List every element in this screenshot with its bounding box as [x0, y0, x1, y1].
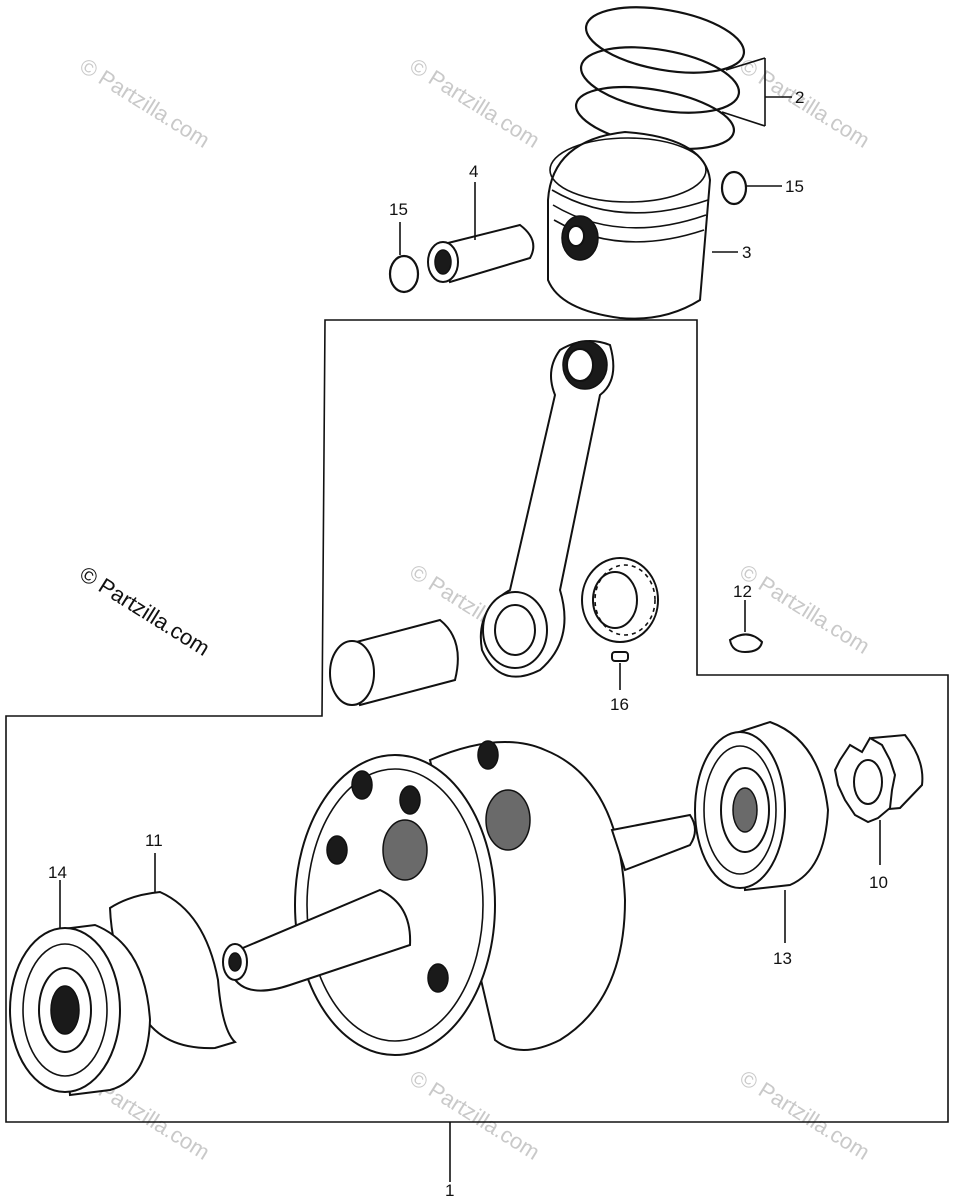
callout-16: 16	[610, 695, 629, 714]
connecting-rod[interactable]	[479, 340, 615, 678]
left-bearing[interactable]	[9, 923, 152, 1097]
callout-15-right: 15	[785, 177, 804, 196]
sprocket[interactable]	[833, 733, 924, 824]
callout-4: 4	[469, 162, 478, 181]
piston-pin-clip-right[interactable]	[720, 170, 748, 206]
watermark-3: © Partzilla.com	[735, 53, 874, 153]
piston-pin[interactable]	[427, 223, 535, 284]
callout-11: 11	[145, 831, 163, 850]
callout-15-left: 15	[389, 200, 408, 219]
piston[interactable]	[547, 130, 712, 320]
watermark-main: © Partzilla.com	[75, 561, 214, 661]
watermark-7: © Partzilla.com	[405, 1065, 544, 1165]
watermark-1: © Partzilla.com	[75, 53, 214, 153]
callout-10: 10	[869, 873, 888, 892]
callout-2: 2	[795, 88, 804, 107]
callout-1: 1	[445, 1181, 454, 1200]
piston-pin-clip-left[interactable]	[388, 254, 420, 294]
callout-3: 3	[742, 243, 751, 262]
needle-bearing[interactable]	[581, 557, 659, 643]
piston-rings[interactable]	[571, 0, 749, 159]
small-pin[interactable]	[611, 651, 629, 662]
callout-14: 14	[48, 863, 67, 882]
crankshaft[interactable]	[222, 740, 696, 1056]
callout-13: 13	[773, 949, 792, 968]
watermark-8: © Partzilla.com	[735, 1065, 874, 1165]
assembly-outline	[5, 319, 949, 1123]
callout-labels: 2 3 4 15 15 12 16 10 13 11 14 1	[48, 88, 888, 1200]
watermark-2: © Partzilla.com	[405, 53, 544, 153]
crank-pin[interactable]	[329, 618, 459, 707]
leader-lines	[59, 57, 881, 1182]
woodruff-key[interactable]	[728, 633, 764, 654]
callout-12: 12	[733, 582, 752, 601]
right-bearing[interactable]	[694, 720, 830, 892]
